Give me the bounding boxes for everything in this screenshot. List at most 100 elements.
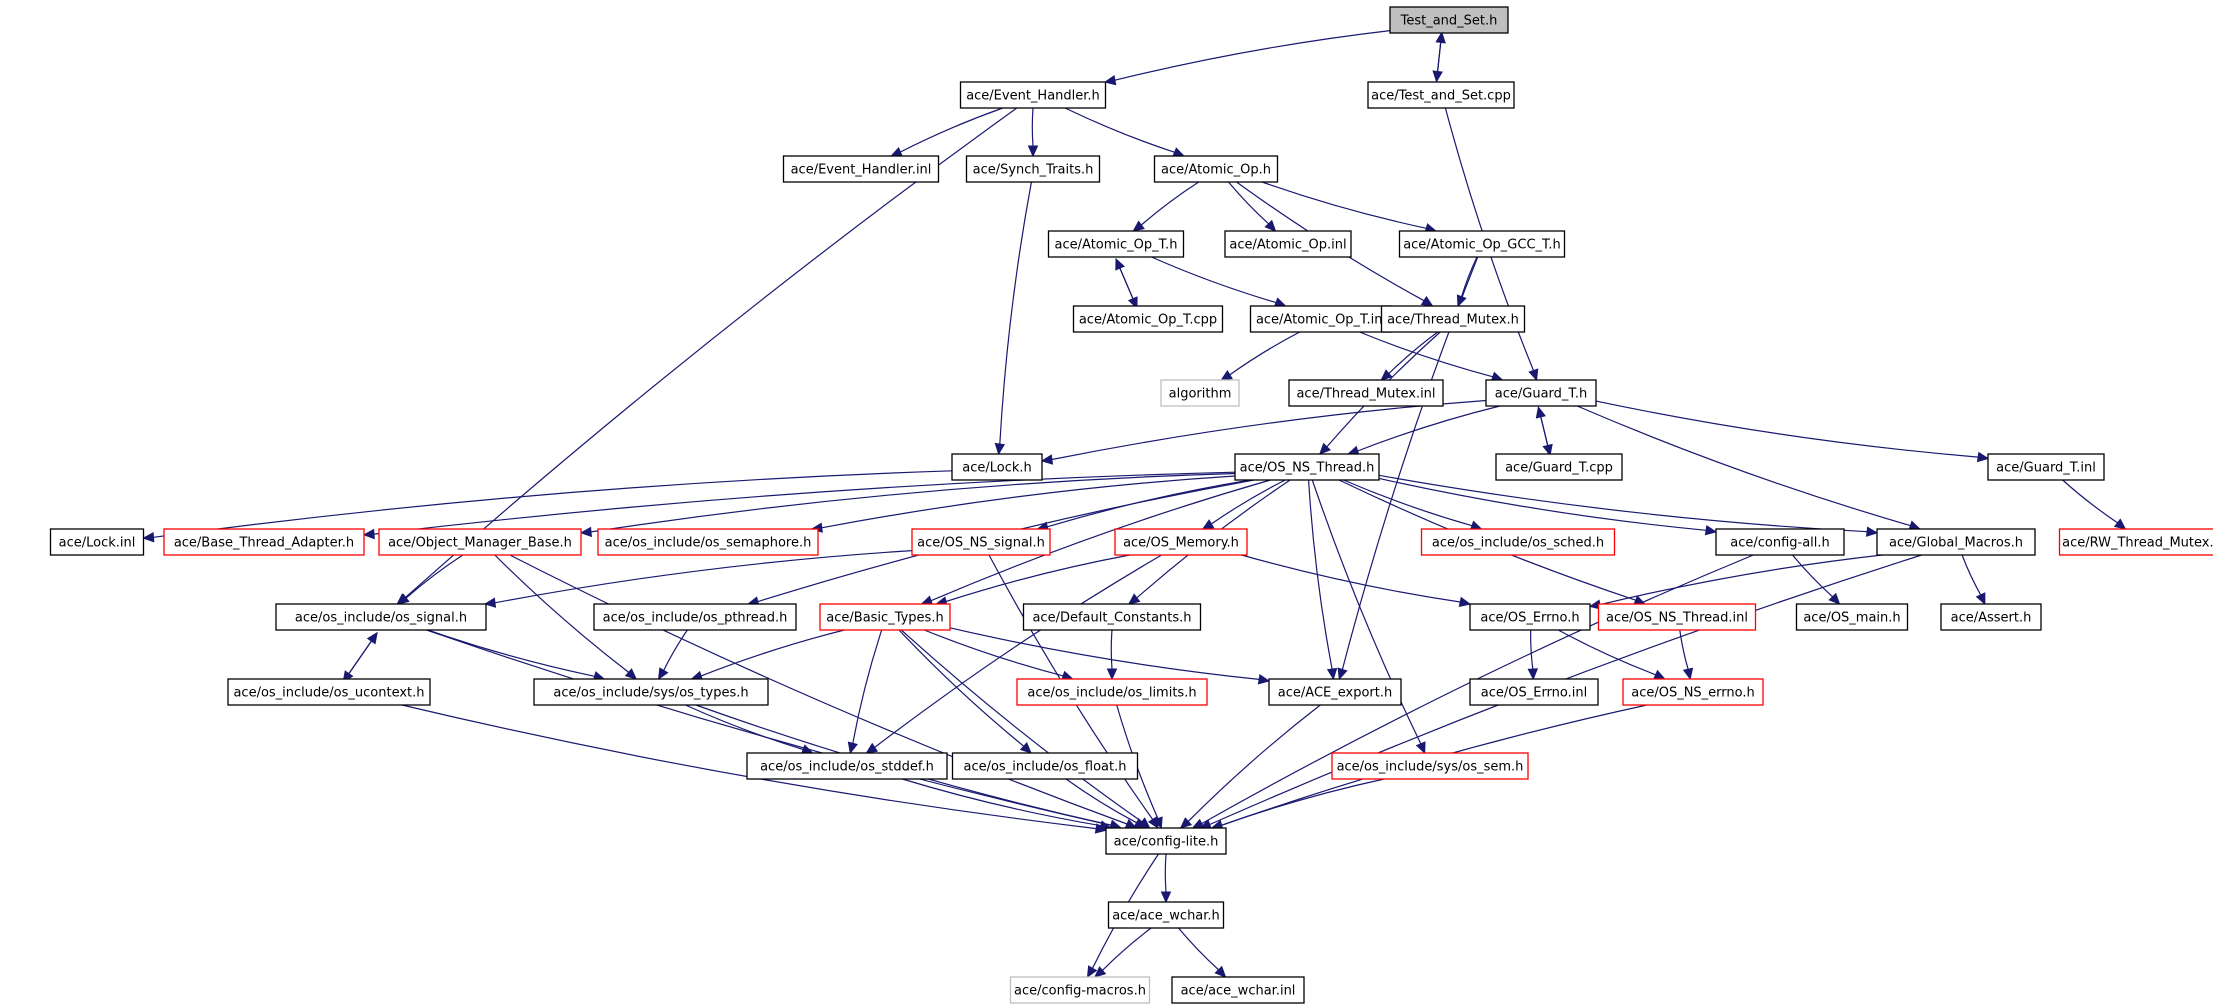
node-box — [1107, 901, 1225, 929]
edge-basic_types_h-to-ace_export_h — [949, 627, 1271, 685]
node-os-stddef-h[interactable]: ace/os_include/os_stddef.h — [746, 752, 948, 780]
node-os-ns-errno-h[interactable]: ace/OS_NS_errno.h — [1622, 678, 1764, 706]
node-os-ns-thread-h[interactable]: ace/OS_NS_Thread.h — [1234, 453, 1380, 481]
node-os-semaphore-h[interactable]: ace/os_include/os_semaphore.h — [597, 528, 819, 556]
node-os-memory-h[interactable]: ace/OS_Memory.h — [1114, 528, 1248, 556]
arrowhead-icon — [1093, 966, 1107, 978]
node-box — [951, 752, 1139, 780]
node-box — [1420, 528, 1616, 556]
node-thread-mutex-inl[interactable]: ace/Thread_Mutex.inl — [1288, 379, 1444, 407]
node-atomic-op-gcc-t-h[interactable]: ace/Atomic_Op_GCC_T.h — [1398, 230, 1566, 258]
node-basic-types-h[interactable]: ace/Basic_Types.h — [819, 603, 951, 631]
node-os-pthread-h[interactable]: ace/os_include/os_pthread.h — [593, 603, 797, 631]
node-object-manager-base-h[interactable]: ace/Object_Manager_Base.h — [378, 528, 582, 556]
node-label: ace/Event_Handler.h — [966, 89, 1100, 104]
node-ace-wchar-h[interactable]: ace/ace_wchar.h — [1107, 901, 1225, 929]
node-atomic-op-inl[interactable]: ace/Atomic_Op.inl — [1224, 230, 1352, 258]
node-lock-h[interactable]: ace/Lock.h — [951, 453, 1043, 481]
node-base-thread-adapter-h[interactable]: ace/Base_Thread_Adapter.h — [163, 528, 365, 556]
node-event-handler-inl[interactable]: ace/Event_Handler.inl — [782, 155, 940, 183]
arrowhead-icon — [1318, 442, 1332, 455]
node-atomic-op-t-h[interactable]: ace/Atomic_Op_T.h — [1047, 230, 1185, 258]
node-config-all-h[interactable]: ace/config-all.h — [1715, 528, 1845, 556]
node-atomic-op-t-inl[interactable]: ace/Atomic_Op_T.inl — [1249, 305, 1393, 333]
node-os-float-h[interactable]: ace/os_include/os_float.h — [951, 752, 1139, 780]
node-box — [593, 603, 797, 631]
node-box — [1940, 603, 2042, 631]
node-guard-t-inl[interactable]: ace/Guard_T.inl — [1987, 453, 2105, 481]
edge-line — [700, 629, 845, 677]
node-box — [1331, 752, 1529, 780]
node-rw-thread-mutex-h[interactable]: ace/RW_Thread_Mutex.h — [2058, 528, 2213, 556]
node-label: ace/os_include/os_pthread.h — [603, 611, 788, 626]
node-box — [911, 528, 1051, 556]
node-algorithm: algorithm — [1160, 379, 1240, 407]
node-lock-inl[interactable]: ace/Lock.inl — [49, 528, 145, 556]
edge-os_float_h-to-config_lite_h — [1065, 778, 1147, 829]
node-guard-t-h[interactable]: ace/Guard_T.h — [1485, 379, 1597, 407]
node-os-sem-h[interactable]: ace/os_include/sys/os_sem.h — [1331, 752, 1529, 780]
edge-atomic_op_t_cpp-to-atomic_op_t_h — [1115, 257, 1138, 309]
edge-default_constants_h-to-os_limits_h — [1106, 629, 1118, 681]
edge-line — [153, 470, 953, 538]
node-os-ns-thread-inl[interactable]: ace/OS_NS_Thread.inl — [1597, 603, 1757, 631]
node-os-ns-signal-h[interactable]: ace/OS_NS_signal.h — [911, 528, 1051, 556]
edge-os_ns_signal_h-to-os_signal_h — [483, 550, 913, 608]
edge-basic_types_h-to-os_stddef_h — [847, 629, 883, 755]
node-event-handler-h[interactable]: ace/Event_Handler.h — [959, 81, 1107, 109]
node-synch-traits-h[interactable]: ace/Synch_Traits.h — [965, 155, 1101, 183]
node-label: ace/Event_Handler.inl — [791, 163, 932, 178]
edge-event_handler_h-to-synch_traits_h — [1027, 107, 1039, 158]
node-label: ace/Guard_T.inl — [1996, 461, 2096, 476]
node-label: ace/Default_Constants.h — [1032, 611, 1191, 626]
node-os-ucontext-h[interactable]: ace/os_include/os_ucontext.h — [227, 678, 431, 706]
node-box — [1105, 827, 1227, 855]
edge-os_types_h-to-os_stddef_h — [685, 704, 814, 755]
node-atomic-op-t-cpp[interactable]: ace/Atomic_Op_T.cpp — [1072, 305, 1224, 333]
node-os-signal-h[interactable]: ace/os_include/os_signal.h — [275, 603, 487, 631]
edge-line — [1114, 30, 1391, 81]
arrowhead-icon — [1420, 295, 1434, 307]
node-os-errno-h[interactable]: ace/OS_Errno.h — [1469, 603, 1591, 631]
edge-atomic_op_h-to-atomic_op_gcc_t_h — [1261, 181, 1438, 234]
node-os-types-h[interactable]: ace/os_include/sys/os_types.h — [533, 678, 769, 706]
node-test-and-set-h[interactable]: Test_and_Set.h — [1389, 6, 1509, 34]
edge-event_handler_h-to-event_handler_inl — [890, 107, 1004, 157]
edge-ace_wchar_h-to-ace_wchar_inl — [1178, 927, 1227, 978]
edge-line — [930, 479, 1271, 602]
node-os-sched-h[interactable]: ace/os_include/os_sched.h — [1420, 528, 1616, 556]
node-label: ace/Guard_T.cpp — [1505, 461, 1613, 476]
edge-line — [900, 107, 1004, 153]
node-guard-t-cpp[interactable]: ace/Guard_T.cpp — [1495, 453, 1623, 481]
arrowhead-icon — [1086, 965, 1098, 979]
edge-os_memory_h-to-basic_types_h — [935, 554, 1130, 607]
edge-line — [1359, 331, 1494, 378]
node-thread-mutex-h[interactable]: ace/Thread_Mutex.h — [1380, 305, 1526, 333]
edge-line — [685, 704, 804, 751]
node-label: ace/OS_Errno.inl — [1481, 686, 1587, 701]
node-default-constants-h[interactable]: ace/Default_Constants.h — [1022, 603, 1202, 631]
edge-line — [1211, 479, 1286, 525]
node-assert-h[interactable]: ace/Assert.h — [1940, 603, 2042, 631]
node-os-main-h[interactable]: ace/OS_main.h — [1795, 603, 1909, 631]
edge-line — [1961, 554, 1982, 596]
node-box — [1153, 155, 1279, 183]
node-label: ace/RW_Thread_Mutex.h — [2062, 536, 2213, 551]
node-os-limits-h[interactable]: ace/os_include/os_limits.h — [1016, 678, 1208, 706]
node-global-macros-h[interactable]: ace/Global_Macros.h — [1876, 528, 2036, 556]
node-atomic-op-h[interactable]: ace/Atomic_Op.h — [1153, 155, 1279, 183]
edge-line — [1228, 181, 1270, 225]
node-ace-wchar-inl[interactable]: ace/ace_wchar.inl — [1171, 976, 1305, 1004]
edge-line — [1047, 479, 1251, 528]
node-label: ace/Base_Thread_Adapter.h — [174, 536, 354, 551]
node-label: ace/Atomic_Op_T.h — [1055, 238, 1178, 253]
node-test-and-set-cpp[interactable]: ace/Test_and_Set.cpp — [1367, 81, 1515, 109]
edge-line — [405, 554, 464, 599]
edge-test_and_set_h-to-event_handler_h — [1103, 30, 1391, 86]
node-os-errno-inl[interactable]: ace/OS_Errno.inl — [1469, 678, 1599, 706]
node-ace-export-h[interactable]: ace/ACE_export.h — [1268, 678, 1402, 706]
edge-line — [494, 550, 913, 604]
node-box — [965, 155, 1101, 183]
node-box — [378, 528, 582, 556]
node-config-lite-h[interactable]: ace/config-lite.h — [1105, 827, 1227, 855]
